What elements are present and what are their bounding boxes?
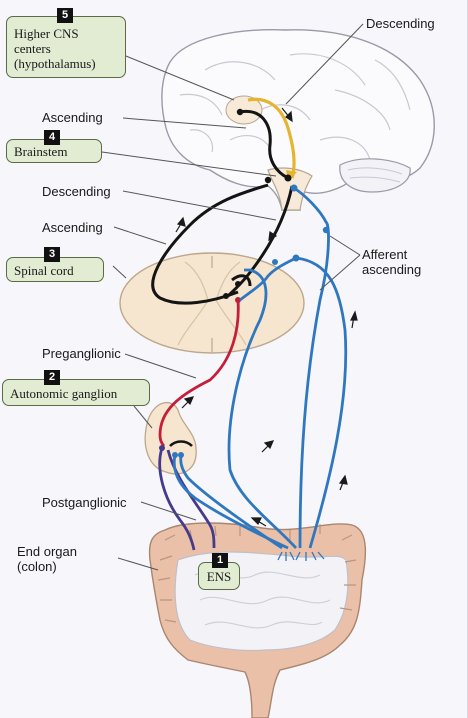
higher-cns-line-2: centers (14, 41, 51, 56)
end-organ-line-1: End organ (17, 544, 77, 559)
spinal-cord-number: 3 (44, 247, 60, 262)
descending-mid-label: Descending (42, 184, 111, 199)
preganglionic-label: Preganglionic (42, 346, 121, 361)
ens-number: 1 (212, 553, 228, 568)
ascending-top-label: Ascending (42, 110, 103, 125)
higher-cns-line-3: (hypothalamus) (14, 56, 96, 71)
ens-label: ENS (206, 569, 232, 584)
postganglionic-label: Postganglionic (42, 495, 127, 510)
brain (161, 29, 435, 211)
descending-top-label: Descending (366, 16, 435, 31)
higher-cns-line-1: Higher CNS (14, 26, 79, 41)
end-organ-label: End organ (colon) (17, 544, 77, 574)
end-organ-line-2: (colon) (17, 559, 57, 574)
spinal-cord-label: Spinal cord (14, 263, 74, 278)
brainstem-number: 4 (44, 130, 60, 145)
cns-black-pathways (151, 109, 294, 305)
ascending-mid-label: Ascending (42, 220, 103, 235)
afferent-pathways (172, 186, 348, 550)
cerebellum (339, 158, 411, 193)
higher-cns-box: Higher CNS centers (hypothalamus) (6, 16, 126, 78)
direction-arrows (175, 107, 358, 527)
colon-shape (148, 522, 367, 718)
afferent-ascending-label: Afferent ascending (362, 247, 421, 277)
leader-lines (101, 23, 364, 571)
autonomic-ganglion-box: Autonomic ganglion (2, 379, 150, 406)
descending-hypothalamic-pathway (247, 97, 296, 179)
brainstem-label: Brainstem (14, 144, 68, 159)
higher-cns-number: 5 (57, 8, 73, 23)
afferent-line-2: ascending (362, 262, 422, 277)
ganglion-shape (144, 401, 197, 475)
autonomic-ganglion-label: Autonomic ganglion (10, 386, 118, 401)
afferent-line-1: Afferent (362, 247, 408, 262)
preganglionic-path (158, 299, 240, 447)
autonomic-ganglion-number: 2 (44, 370, 60, 385)
spinal-cord-section (119, 252, 305, 354)
